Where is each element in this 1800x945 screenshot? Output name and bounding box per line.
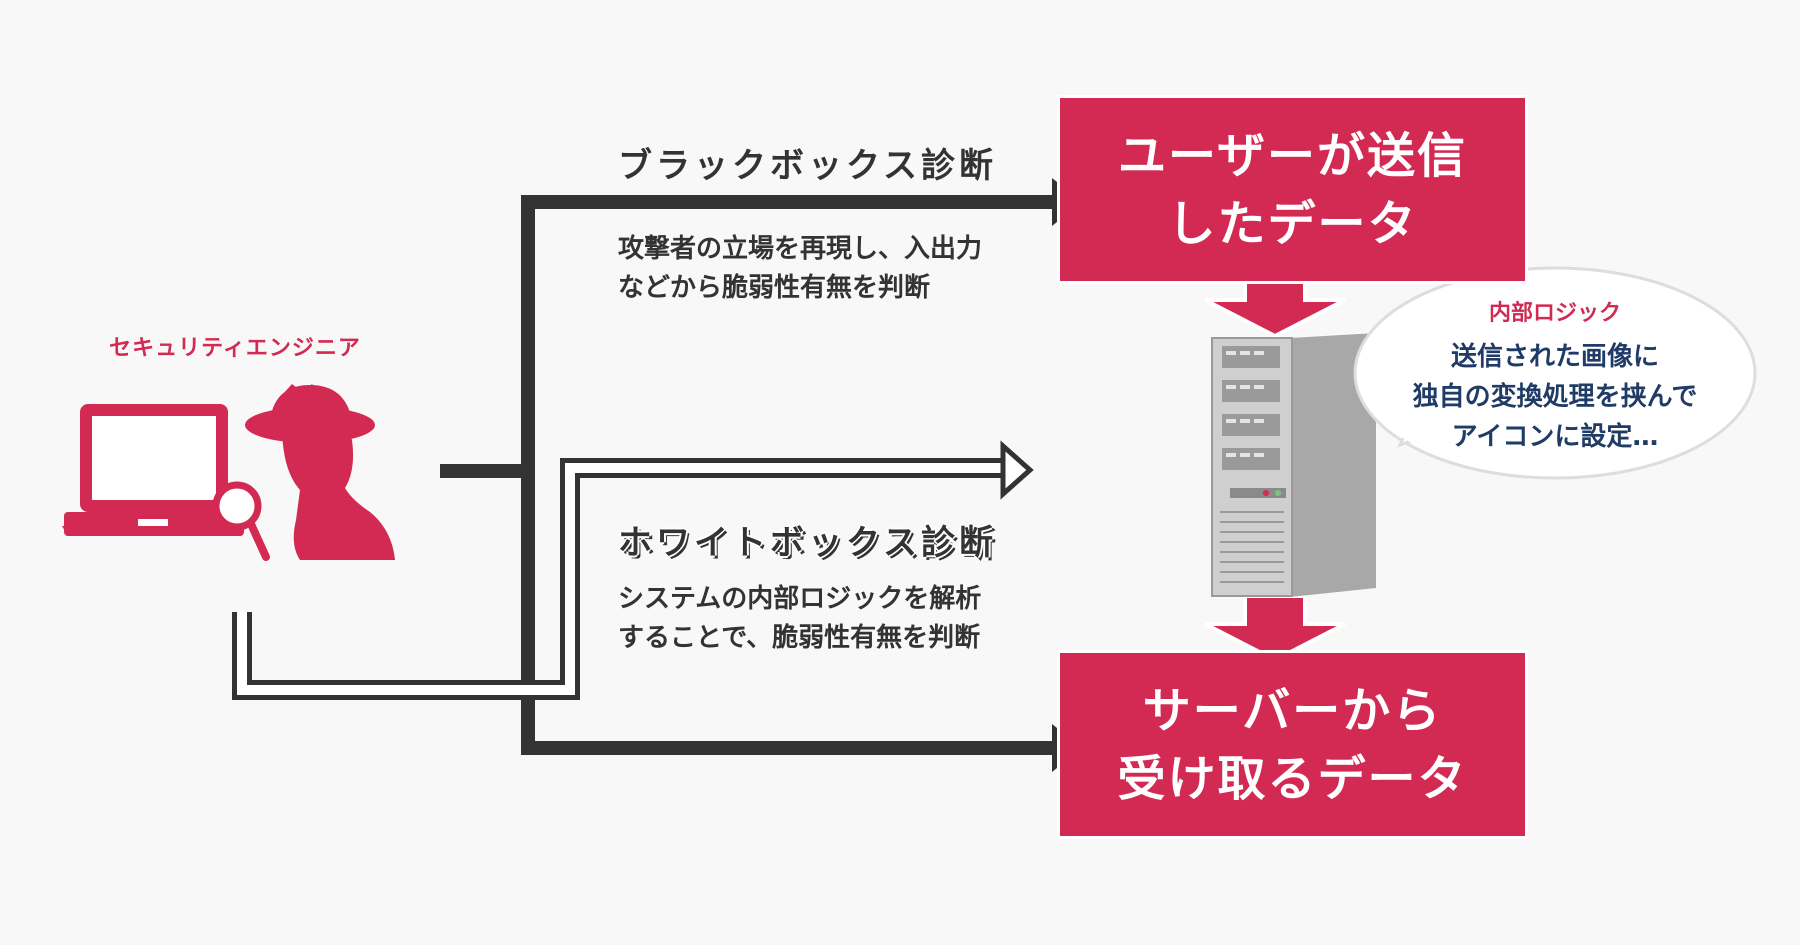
speech-bubble-heading: 内部ロジック [1488, 301, 1621, 326]
server-icon [1211, 333, 1376, 597]
arrow-to-server-data-shaft [521, 741, 1056, 755]
white-box-description-line: システムの内部ロジックを解析 [618, 584, 982, 614]
speech-bubble-body: 送信された画像に 独自の変換処理を挟んで アイコンに設定… [1360, 337, 1750, 457]
speech-bubble-text: 内部ロジック 送信された画像に 独自の変換処理を挟んで アイコンに設定… [1360, 295, 1750, 457]
black-box-description-line: 攻撃者の立場を再現し、入出力 [618, 234, 983, 264]
speech-bubble-line: 送信された画像に [1450, 342, 1659, 372]
speech-bubble-line: アイコンに設定… [1451, 422, 1659, 452]
engineer-stub-line [440, 464, 528, 478]
server-data-box: サーバーから 受け取るデータ [1060, 653, 1525, 836]
engineer-label: セキュリティエンジニア [109, 336, 361, 361]
magnifier-icon [212, 481, 270, 561]
server-data-line: 受け取るデータ [1117, 750, 1468, 807]
speech-bubble-line: 独自の変換処理を挟んで [1412, 382, 1698, 412]
user-data-line: ユーザーが送信 [1117, 127, 1468, 184]
black-box-description: 攻撃者の立場を再現し、入出力 などから脆弱性有無を判断 [618, 230, 982, 308]
black-box-description-line: などから脆弱性有無を判断 [618, 273, 931, 303]
engineer-illustration [62, 384, 395, 561]
white-arrow-head [1000, 440, 1034, 500]
arrow-to-user-data-shaft [521, 195, 1056, 209]
black-box-title: ブラックボックス診断 [618, 146, 997, 186]
white-box-flow [232, 440, 1034, 700]
white-box-description-line: することで、脆弱性有無を判断 [618, 623, 981, 653]
trunk-line [521, 195, 535, 755]
user-data-line: したデータ [1167, 195, 1418, 252]
server-data-line: サーバーから [1142, 682, 1443, 739]
white-box-description: システムの内部ロジックを解析 することで、脆弱性有無を判断 [618, 580, 981, 658]
detective-icon [245, 384, 395, 560]
user-data-box: ユーザーが送信 したデータ [1060, 98, 1525, 281]
laptop-icon [62, 404, 246, 536]
speech-bubble [1353, 266, 1757, 480]
white-arrow-fill [237, 463, 1008, 695]
white-box-title: ホワイトボックス診断 [618, 523, 997, 563]
down-arrow-lower [1204, 594, 1346, 663]
